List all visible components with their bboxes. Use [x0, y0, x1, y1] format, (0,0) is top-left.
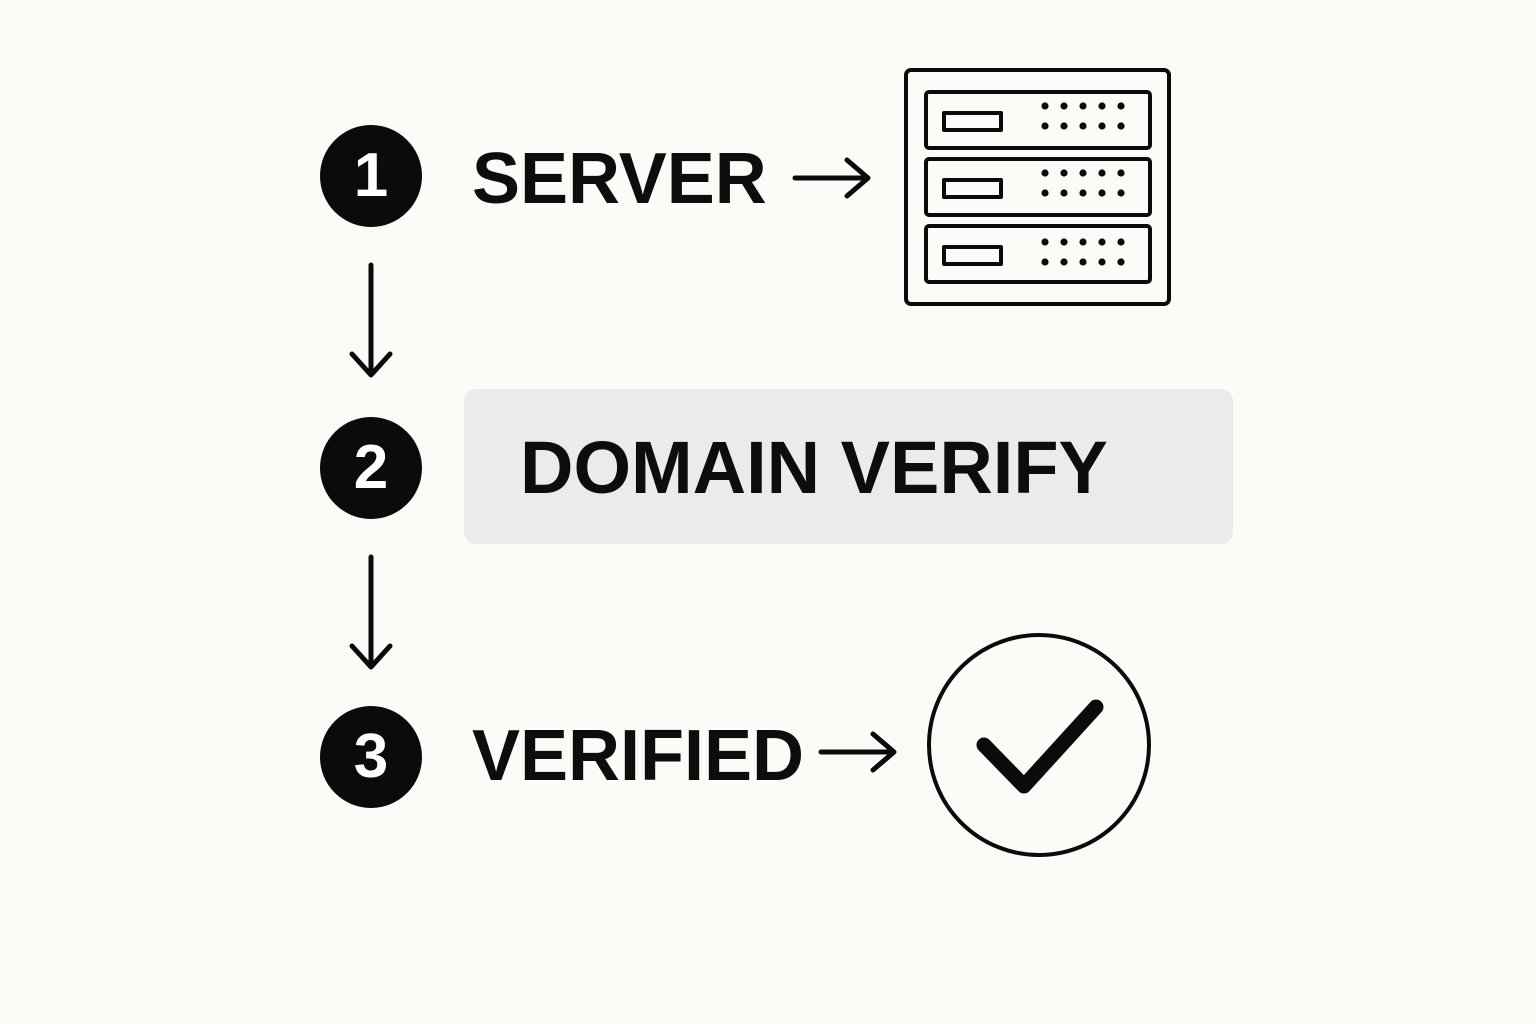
domain-verify-box: DOMAIN VERIFY: [464, 389, 1233, 544]
step-3-badge: 3: [320, 706, 422, 808]
down-arrow-1-to-2: [349, 262, 393, 378]
step-1-badge: 1: [320, 125, 422, 227]
step-1-label: SERVER: [472, 139, 767, 219]
step-2-badge: 2: [320, 417, 422, 519]
step-3-label: VERIFIED: [472, 716, 805, 796]
step-2-label: DOMAIN VERIFY: [520, 426, 1108, 509]
check-circle-icon: [927, 633, 1151, 857]
right-arrow-to-check: [818, 731, 897, 773]
right-arrow-to-server: [792, 157, 871, 199]
down-arrow-2-to-3: [349, 554, 393, 670]
server-rack-icon: [904, 68, 1171, 306]
step-1-number: 1: [353, 141, 389, 210]
step-3-number: 3: [353, 722, 389, 791]
step-2-number: 2: [353, 433, 389, 502]
